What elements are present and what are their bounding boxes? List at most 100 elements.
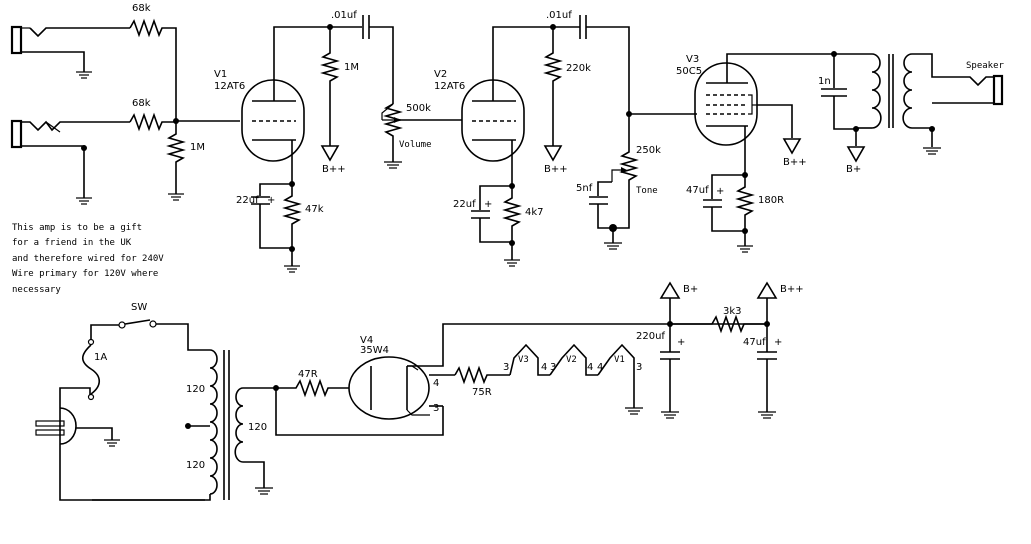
pin-heater: 4 [541, 362, 547, 373]
resistor-47r-label: 47R [298, 369, 318, 380]
capacitor-47uf-v3 [703, 174, 745, 232]
resistor-4k7-cathode-label: 4k7 [525, 207, 544, 218]
power-transformer-secondary [234, 387, 444, 495]
capacitor-1n-output [821, 88, 856, 130]
secondary-label: 120 [248, 422, 267, 433]
volume-pot-label: Volume [399, 140, 432, 150]
junction-dot [81, 145, 87, 151]
input-jack-1 [10, 25, 130, 72]
pin-heater: 3 [550, 362, 556, 373]
heater-label-v3: V3 [518, 355, 529, 365]
primary-upper-label: 120 [186, 384, 205, 395]
polarity-mark: + [484, 199, 492, 210]
tube-v2-type: 12AT6 [434, 81, 465, 92]
note-line-5: necessary [12, 285, 61, 295]
pin-heater: 3 [636, 362, 642, 373]
resistor-180r-cathode-label: 180R [758, 195, 784, 206]
speaker-jack [960, 74, 1004, 106]
resistor-3k3 [670, 314, 767, 334]
capacitor-47uf-v3-label: 47uf [686, 185, 709, 196]
polarity-mark: + [677, 337, 685, 348]
rail-arrow-bpp-supply [756, 281, 778, 324]
volume-wiper-wire [381, 103, 394, 120]
resistor-1m-grid [166, 121, 186, 201]
tone-pot-value: 250k [636, 145, 661, 156]
polarity-mark: + [774, 337, 782, 348]
polarity-mark: + [716, 186, 724, 197]
tone-pot [611, 114, 639, 229]
rail-label-bpp: B++ [322, 164, 346, 175]
rail-label-bpp: B++ [544, 164, 568, 175]
primary-lower-label: 120 [186, 460, 205, 471]
power-transformer-primary [92, 349, 218, 501]
tube-v4 [348, 356, 430, 420]
note-line-1: This amp is to be a gift [12, 223, 142, 233]
capacitor-coupling-2-label: .01uf [546, 10, 572, 21]
output-transformer-primary [856, 53, 882, 129]
capacitor-22uf-v2-label: 22uf [453, 199, 476, 210]
pin-heater: 4 [587, 362, 593, 373]
tube-v2-name: V2 [434, 69, 447, 80]
mains-plug [35, 387, 205, 501]
pin-heater: 4 [597, 362, 603, 373]
power-switch [90, 319, 210, 351]
polarity-mark: + [267, 195, 275, 206]
resistor-1m-grid-label: 1M [190, 142, 205, 153]
resistor-3k3-label: 3k3 [723, 306, 742, 317]
resistor-220k-plate-label: 220k [566, 63, 591, 74]
tube-v3-type: 50C5 [676, 66, 702, 77]
rail-label-bp-supply: B+ [683, 284, 698, 295]
capacitor-220uf-filter [660, 324, 680, 419]
tube-v4-type: 35W4 [360, 345, 389, 356]
resistor-75r-label: 75R [472, 387, 492, 398]
junction-dot [289, 246, 295, 252]
heater-label-v1: V1 [614, 355, 625, 365]
tube-v4-name: V4 [360, 335, 373, 346]
speaker-label: Speaker [966, 61, 1005, 71]
resistor-68k-top [129, 18, 177, 120]
capacitor-22uf-v1 [251, 183, 292, 249]
rail-arrow-bpp [782, 138, 802, 155]
output-transformer-secondary [902, 53, 994, 147]
resistor-1m-plate-label: 1M [344, 62, 359, 73]
resistor-4k7-cathode [502, 186, 522, 267]
junction-dot [609, 224, 617, 232]
note-line-4: Wire primary for 120V where [12, 269, 158, 279]
resistor-180r-cathode [735, 175, 755, 253]
capacitor-47uf-filter [757, 324, 777, 419]
v3-plate-wire [726, 53, 834, 83]
pin-v4-b: 3 [433, 403, 439, 414]
rail-arrow-bp-supply [659, 281, 681, 324]
note-line-3: and therefore wired for 240V [12, 254, 164, 264]
resistor-47k-cathode [282, 184, 302, 273]
ground-symbol [76, 71, 92, 79]
rail-label-bpp: B++ [783, 157, 807, 168]
fuse-1a [81, 338, 101, 401]
capacitor-22uf-v1-label: 22uf [236, 195, 259, 206]
bplus-wire [407, 323, 767, 367]
rail-label-bpp-supply: B++ [780, 284, 804, 295]
resistor-68k-bottom [129, 112, 176, 132]
heater-label-v2: V2 [566, 355, 577, 365]
switch-label: SW [131, 302, 147, 313]
resistor-75r [454, 365, 510, 385]
capacitor-coupling-2 [579, 15, 630, 114]
rail-arrow-bp [846, 146, 866, 163]
resistor-68k-top-label: 68k [132, 3, 151, 14]
heater-chain [509, 343, 643, 415]
junction-dot [509, 240, 515, 246]
resistor-47k-cathode-label: 47k [305, 204, 324, 215]
tube-v1 [241, 79, 305, 162]
resistor-1m-plate [320, 27, 340, 162]
capacitor-5nf-tone [589, 181, 622, 250]
junction-dot [742, 228, 748, 234]
rail-label-bp: B+ [846, 164, 861, 175]
resistor-47r [276, 378, 349, 398]
volume-pot-value: 500k [406, 103, 431, 114]
input-jack-2 [10, 119, 130, 198]
tube-v3 [694, 62, 758, 146]
resistor-220k-plate [543, 27, 563, 162]
volume-pot [382, 103, 403, 169]
ground-symbol [76, 197, 92, 205]
